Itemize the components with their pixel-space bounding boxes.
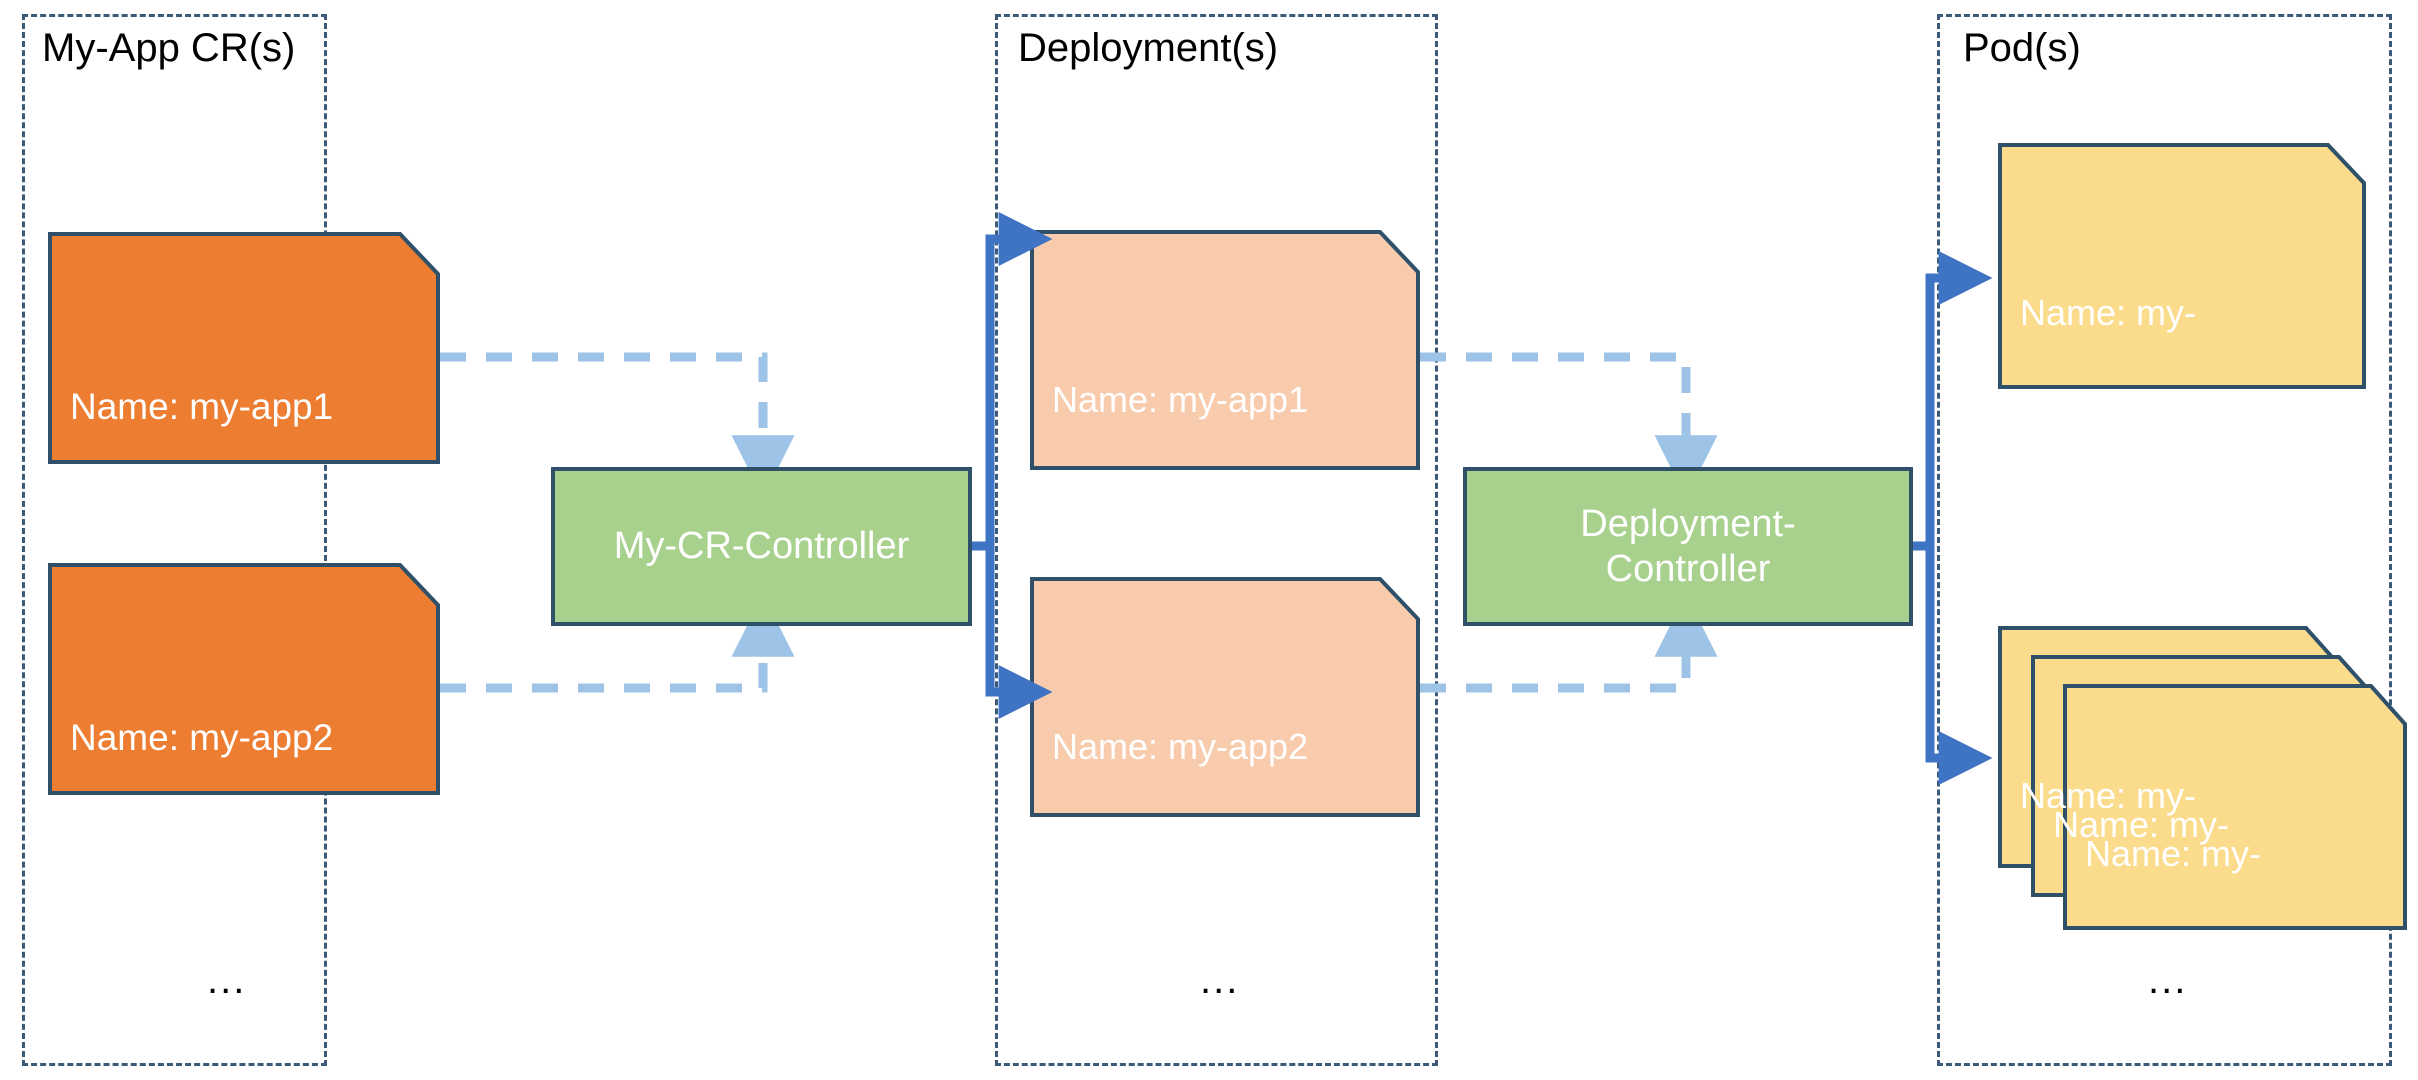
group-ellipsis-pods: ... bbox=[2148, 958, 2188, 1002]
pod-note-name: Name: my- bbox=[2085, 833, 2262, 875]
pod-note-my-app2-pod-3[interactable]: Name: my- app2-pod-3 Spec: ... bbox=[2063, 684, 2407, 930]
pod-note-name: Name: my- bbox=[2020, 775, 2197, 817]
note-shape bbox=[2063, 684, 2407, 930]
group-title-pods: Pod(s) bbox=[1963, 26, 2081, 70]
note-shape bbox=[1030, 577, 1420, 817]
cr-note-my-app2[interactable]: Name: my-app2 Spec: replica: 3 bbox=[48, 563, 440, 795]
pod-note-my-app1-pod-1[interactable]: Name: my- app1-pod-1 Spec: ... bbox=[1998, 143, 2366, 389]
group-ellipsis-deployments: ... bbox=[1200, 958, 1240, 1002]
cr-note-my-app1[interactable]: Name: my-app1 Spec: replica: 1 bbox=[48, 232, 440, 464]
note-shape bbox=[1030, 230, 1420, 470]
deployment-note-name: Name: my-app2 bbox=[1052, 726, 1309, 768]
deployment-note-name: Name: my-app1 bbox=[1052, 379, 1309, 421]
group-title-deployments: Deployment(s) bbox=[1018, 26, 1279, 70]
cr-note-name: Name: my-app1 bbox=[70, 385, 334, 427]
my-cr-controller-box[interactable]: My-CR-Controller bbox=[551, 467, 972, 626]
cr-note-name: Name: my-app2 bbox=[70, 716, 334, 758]
group-ellipsis-my-app-crs: ... bbox=[207, 958, 247, 1002]
note-shape bbox=[1998, 143, 2366, 389]
deployment-note-my-app1[interactable]: Name: my-app1 Spec: replica: 1 ... bbox=[1030, 230, 1420, 470]
deployment-note-my-app2[interactable]: Name: my-app2 Spec: replica: 3 ... bbox=[1030, 577, 1420, 817]
note-shape bbox=[48, 232, 440, 464]
group-my-app-crs bbox=[22, 14, 327, 1066]
note-shape bbox=[48, 563, 440, 795]
pod-note-name: Name: my- bbox=[2053, 804, 2230, 846]
pod-note-name: Name: my- bbox=[2020, 292, 2197, 334]
deployment-controller-box[interactable]: Deployment- Controller bbox=[1463, 467, 1913, 626]
group-title-my-app-crs: My-App CR(s) bbox=[42, 26, 296, 70]
